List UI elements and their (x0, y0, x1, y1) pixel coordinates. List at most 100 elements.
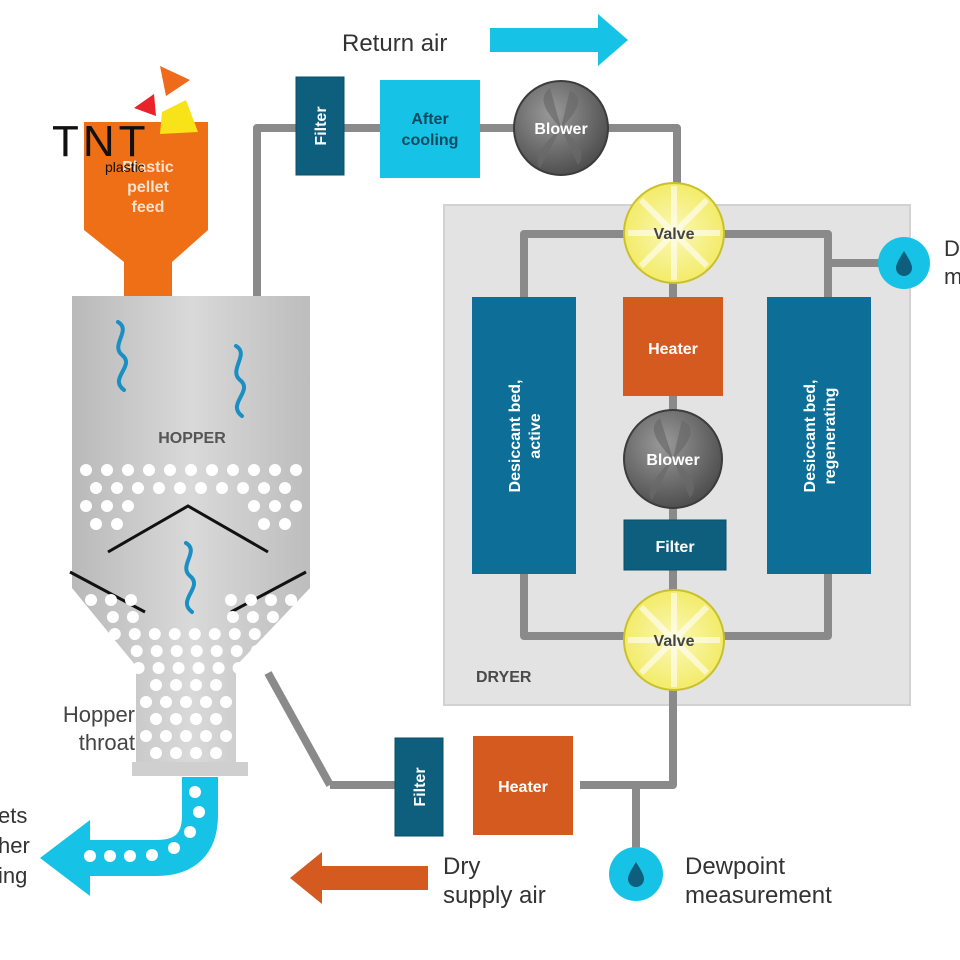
pellet (170, 679, 182, 691)
feed-label-2: pellet (127, 179, 169, 196)
hopper-body (72, 296, 310, 776)
pellet (170, 645, 183, 657)
pellet (172, 662, 185, 674)
pellet (200, 730, 212, 742)
tnt-logo (134, 66, 198, 134)
bed-active-label-2: active (527, 413, 544, 458)
valve-top (623, 182, 725, 284)
pellet (220, 696, 232, 708)
heater-dryer-label: Heater (648, 341, 698, 358)
logo-letters: TNT (52, 117, 150, 166)
desiccant-bed-active (472, 297, 576, 574)
return-air-label: Return air (342, 30, 447, 57)
pellet (128, 628, 141, 640)
bed-active-label-1: Desiccant bed, (507, 380, 524, 493)
pellet (248, 464, 260, 476)
pellet (170, 747, 182, 759)
pellet (228, 628, 241, 640)
heater-bottom-label: Heater (498, 779, 548, 796)
pellet (150, 679, 162, 691)
pellet (206, 464, 218, 476)
after-cooling-label-2: cooling (402, 132, 459, 149)
pellet (225, 594, 237, 606)
hopper-throat-label-2: throat (79, 730, 135, 755)
pellet (132, 482, 144, 494)
pellets-out-label-2: her (0, 833, 30, 858)
pellet (80, 464, 92, 476)
pellet (90, 482, 102, 494)
pellet (200, 696, 212, 708)
pellets-out-label-1: ets (0, 803, 27, 828)
pellet (210, 747, 222, 759)
pellet (190, 679, 202, 691)
pellet (180, 696, 192, 708)
pellet (248, 628, 261, 640)
dry-supply-label-1: Dry (443, 853, 480, 880)
pellet (279, 482, 291, 494)
hopper-label: HOPPER (158, 430, 226, 447)
blower-dryer (623, 409, 723, 509)
pellet (248, 500, 260, 512)
pellet (160, 730, 172, 742)
dry-supply-arrow (290, 852, 428, 904)
pellet (111, 518, 123, 530)
dewpoint-sensor-right (878, 237, 930, 289)
valve-bottom (623, 589, 725, 691)
pellet (148, 628, 161, 640)
pellet (140, 730, 152, 742)
heat-wave-icons (116, 320, 247, 614)
pellet (250, 645, 263, 657)
filter-top-label: Filter (313, 106, 330, 145)
heater-bottom-box (473, 736, 573, 835)
pellet (143, 464, 155, 476)
pellet (132, 662, 145, 674)
dewpoint-right-label-2: m (944, 264, 960, 289)
pellet (192, 662, 205, 674)
pellet (220, 730, 232, 742)
pellet (185, 464, 197, 476)
pellet (269, 464, 281, 476)
pipes (253, 124, 880, 848)
filter-top (295, 76, 345, 176)
pellet (190, 713, 202, 725)
pellets-out-label-3: ing (0, 863, 27, 888)
pellets (80, 464, 302, 759)
pellet (140, 696, 152, 708)
dryer-label: DRYER (476, 669, 532, 686)
heater-dryer-box (623, 297, 723, 396)
pellet (195, 482, 207, 494)
filter-dryer-label: Filter (655, 539, 694, 556)
pellet (232, 662, 245, 674)
filter-dryer-box (623, 519, 727, 571)
pellet (190, 747, 202, 759)
pellet (152, 662, 165, 674)
filter-bottom-label: Filter (412, 767, 429, 806)
blower-dryer-label: Blower (646, 452, 699, 469)
pellet (216, 482, 228, 494)
pellet (101, 464, 113, 476)
dewpoint-right-label-1: D (944, 236, 960, 261)
pellet (269, 500, 281, 512)
hopper-throat-label-1: Hopper (63, 702, 135, 727)
pellet (208, 628, 221, 640)
dewpoint-label-2: measurement (685, 882, 832, 909)
filter-bottom (394, 737, 444, 837)
pellet (188, 628, 201, 640)
pellet (153, 482, 165, 494)
feed-label-3: feed (132, 199, 165, 216)
pellet (258, 482, 270, 494)
pellet (285, 594, 297, 606)
pellet (122, 500, 134, 512)
bed-regen-label-2: regenerating (822, 388, 839, 485)
return-air-arrow (490, 14, 628, 66)
pellet (101, 500, 113, 512)
pellet (290, 464, 302, 476)
pellet (168, 628, 181, 640)
pellet (265, 594, 277, 606)
valve-top-label: Valve (654, 226, 695, 243)
pellet (210, 645, 223, 657)
dry-supply-label-2: supply air (443, 882, 546, 909)
pellet (130, 645, 143, 657)
pellet (237, 482, 249, 494)
